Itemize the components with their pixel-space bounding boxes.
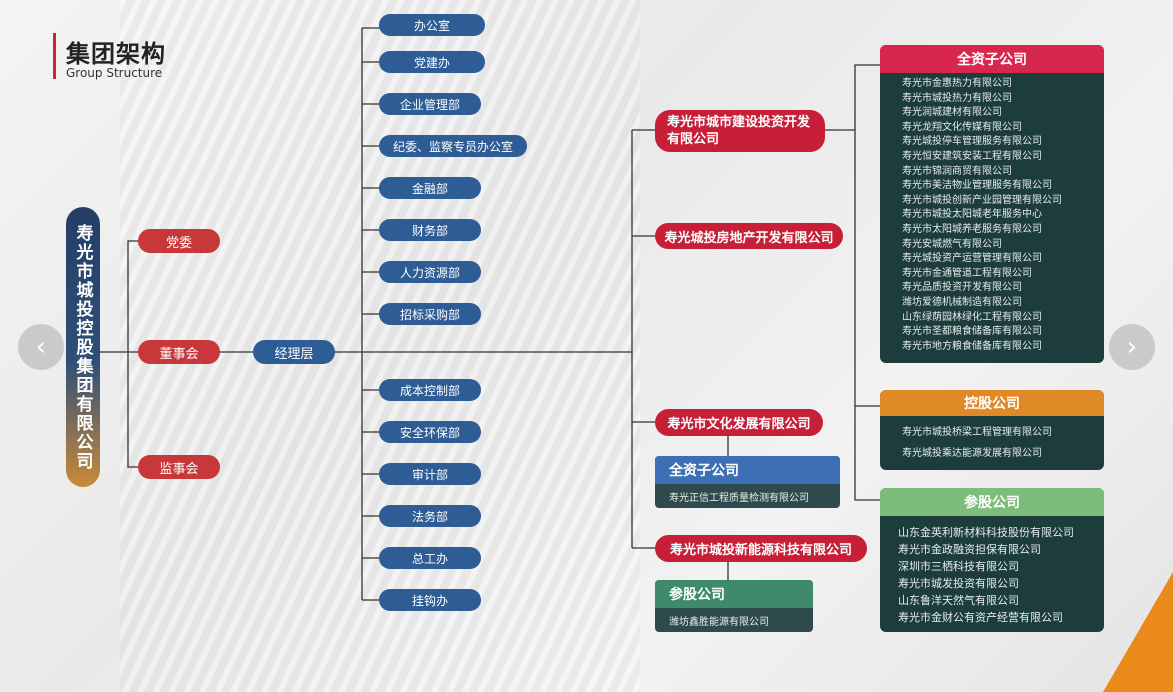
dept-safety: 安全环保部 bbox=[379, 421, 481, 443]
equity-list: 山东金英利新材料科技股份有限公司寿光市金政融资担保有限公司深圳市三栖科技有限公司… bbox=[880, 516, 1104, 626]
wholly-owned-title: 全资子公司 bbox=[880, 45, 1104, 73]
dept-party-building: 党建办 bbox=[379, 51, 485, 73]
wholly-owned-item: 寿光市地方粮食储备库有限公司 bbox=[902, 340, 1042, 352]
page-title: 集团架构 bbox=[66, 40, 166, 68]
dept-finance: 金融部 bbox=[379, 177, 481, 199]
wholly-owned-item: 寿光城投资产运营管理有限公司 bbox=[902, 253, 1042, 265]
chevron-right-icon: › bbox=[1126, 332, 1138, 362]
dept-office: 办公室 bbox=[379, 14, 485, 36]
company-city-construction-line2: 有限公司 bbox=[667, 132, 720, 147]
culture-subsidiary-box: 全资子公司 寿光正信工程质量检测有限公司 bbox=[655, 456, 840, 508]
holding-title: 控股公司 bbox=[880, 390, 1104, 416]
wholly-owned-item: 寿光市太阳城养老服务有限公司 bbox=[902, 223, 1042, 235]
wholly-owned-item: 寿光市圣都粮食储备库有限公司 bbox=[902, 326, 1042, 338]
dept-discipline: 纪委、监察专员办公室 bbox=[379, 135, 527, 157]
equity-item: 寿光市城发投资有限公司 bbox=[898, 577, 1019, 590]
management-node: 经理层 bbox=[253, 340, 335, 364]
wholly-owned-item: 寿光市金通管道工程有限公司 bbox=[902, 267, 1032, 279]
equity-item: 深圳市三栖科技有限公司 bbox=[898, 560, 1019, 573]
wholly-owned-item: 寿光安城燃气有限公司 bbox=[902, 238, 1002, 250]
wholly-owned-item: 寿光市美洁物业管理服务有限公司 bbox=[902, 180, 1052, 192]
dept-hr: 人力资源部 bbox=[379, 261, 481, 283]
root-company: 寿光市城投控股集团有限公司 bbox=[66, 207, 100, 487]
chevron-left-icon: ‹ bbox=[35, 332, 47, 362]
prev-arrow-button[interactable]: ‹ bbox=[18, 324, 64, 370]
dept-accounting: 财务部 bbox=[379, 219, 481, 241]
company-new-energy: 寿光市城投新能源科技有限公司 bbox=[655, 535, 867, 562]
wholly-owned-item: 寿光龙翔文化传媒有限公司 bbox=[902, 121, 1022, 133]
dept-enterprise-management: 企业管理部 bbox=[379, 93, 481, 115]
company-culture: 寿光市文化发展有限公司 bbox=[655, 409, 823, 436]
party-committee-node: 党委 bbox=[138, 229, 220, 253]
wholly-owned-box: 全资子公司 寿光市金惠热力有限公司寿光市城投热力有限公司寿光润城建材有限公司寿光… bbox=[880, 45, 1104, 363]
company-city-construction-line1: 寿光市城市建设投资开发 bbox=[667, 115, 811, 130]
company-city-construction: 寿光市城市建设投资开发 有限公司 bbox=[655, 110, 825, 152]
energy-equity-item: 潍坊鑫胜能源有限公司 bbox=[669, 616, 769, 628]
wholly-owned-item: 寿光润城建材有限公司 bbox=[902, 107, 1002, 119]
wholly-owned-list: 寿光市金惠热力有限公司寿光市城投热力有限公司寿光润城建材有限公司寿光龙翔文化传媒… bbox=[880, 73, 1104, 354]
holding-item: 寿光城投乘达能源发展有限公司 bbox=[902, 448, 1042, 459]
dept-legal: 法务部 bbox=[379, 505, 481, 527]
equity-item: 山东鲁洋天然气有限公司 bbox=[898, 594, 1019, 607]
wholly-owned-item: 寿光市城投热力有限公司 bbox=[902, 92, 1012, 104]
equity-item: 寿光市金财公有资产经营有限公司 bbox=[898, 611, 1063, 624]
dept-cost-control: 成本控制部 bbox=[379, 379, 481, 401]
culture-subsidiary-item: 寿光正信工程质量检测有限公司 bbox=[669, 492, 809, 504]
company-real-estate: 寿光城投房地产开发有限公司 bbox=[655, 223, 843, 249]
supervisory-board-node: 监事会 bbox=[138, 455, 220, 479]
equity-title: 参股公司 bbox=[880, 488, 1104, 516]
holding-list: 寿光市城投桥梁工程管理有限公司寿光城投乘达能源发展有限公司 bbox=[880, 416, 1104, 464]
title-accent-bar bbox=[53, 33, 56, 79]
culture-subsidiary-title: 全资子公司 bbox=[655, 456, 840, 484]
energy-equity-box: 参股公司 潍坊鑫胜能源有限公司 bbox=[655, 580, 813, 632]
wholly-owned-item: 寿光市锦润商贸有限公司 bbox=[902, 165, 1012, 177]
wholly-owned-item: 山东绿荫园林绿化工程有限公司 bbox=[902, 311, 1042, 323]
wholly-owned-item: 寿光品质投资开发有限公司 bbox=[902, 282, 1022, 294]
next-arrow-button[interactable]: › bbox=[1109, 324, 1155, 370]
wholly-owned-item: 寿光市城投太阳城老年服务中心 bbox=[902, 209, 1042, 221]
equity-item: 寿光市金政融资担保有限公司 bbox=[898, 543, 1041, 556]
equity-item: 山东金英利新材料科技股份有限公司 bbox=[898, 526, 1074, 539]
wholly-owned-item: 潍坊爱德机械制造有限公司 bbox=[902, 296, 1022, 308]
dept-chief-engineer: 总工办 bbox=[379, 547, 481, 569]
dept-audit: 审计部 bbox=[379, 463, 481, 485]
page-subtitle: Group Structure bbox=[66, 66, 163, 80]
wholly-owned-item: 寿光市金惠热力有限公司 bbox=[902, 78, 1012, 89]
wholly-owned-item: 寿光城投停车管理服务有限公司 bbox=[902, 136, 1042, 148]
energy-equity-title: 参股公司 bbox=[655, 580, 813, 608]
wholly-owned-item: 寿光恒安建筑安装工程有限公司 bbox=[902, 150, 1042, 162]
wholly-owned-item: 寿光市城投创新产业园管理有限公司 bbox=[902, 194, 1062, 206]
holding-item: 寿光市城投桥梁工程管理有限公司 bbox=[902, 427, 1052, 438]
dept-liaison: 挂钩办 bbox=[379, 589, 481, 611]
holding-box: 控股公司 寿光市城投桥梁工程管理有限公司寿光城投乘达能源发展有限公司 bbox=[880, 390, 1104, 470]
equity-box: 参股公司 山东金英利新材料科技股份有限公司寿光市金政融资担保有限公司深圳市三栖科… bbox=[880, 488, 1104, 632]
dept-procurement: 招标采购部 bbox=[379, 303, 481, 325]
board-node: 董事会 bbox=[138, 340, 220, 364]
